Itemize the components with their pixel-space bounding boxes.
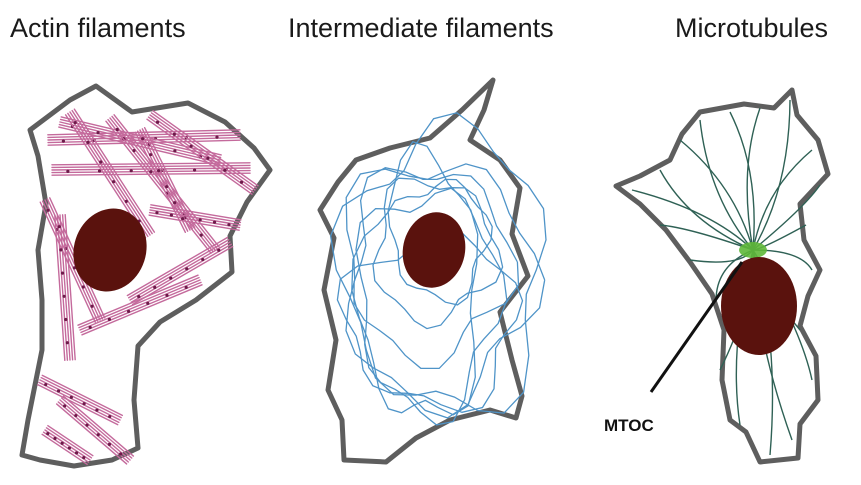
actin-focal-dot	[185, 286, 188, 289]
actin-focal-dot	[240, 181, 243, 184]
actin-focal-dot	[44, 383, 47, 386]
actin-focal-dot	[66, 170, 69, 173]
actin-focal-dot	[223, 169, 226, 172]
actin-focal-dot	[90, 305, 93, 308]
actin-focal-dot	[193, 168, 196, 171]
actin-focal-dot	[141, 137, 144, 140]
actin-focal-dot	[215, 135, 218, 138]
microtubule-cell-nucleus	[721, 257, 797, 355]
actin-focal-dot	[96, 131, 99, 134]
actin-focal-dot	[95, 409, 98, 412]
actin-focal-dot	[112, 180, 115, 183]
actin-focal-dot	[213, 221, 216, 224]
actin-focal-dot	[63, 404, 66, 407]
intermediate-cell	[320, 80, 546, 462]
actin-focal-dot	[125, 200, 128, 203]
actin-focal-dot	[170, 213, 173, 216]
actin-focal-dot	[206, 157, 209, 160]
actin-focal-dot	[57, 389, 60, 392]
actin-focal-dot	[61, 272, 64, 275]
actin-focal-dot	[108, 318, 111, 321]
actin-focal-dot	[53, 437, 56, 440]
actin-focal-dot	[108, 415, 111, 418]
actin-focal-dot	[190, 145, 193, 148]
actin-focal-dot	[200, 233, 203, 236]
microtubule-cell: MTOC	[604, 90, 828, 462]
mtoc-label: MTOC	[604, 416, 654, 435]
actin-focal-dot	[83, 402, 86, 405]
actin-focal-dot	[85, 424, 88, 427]
actin-focal-dot	[132, 149, 135, 152]
actin-focal-dot	[59, 248, 62, 251]
actin-focal-dot	[153, 286, 156, 289]
actin-focal-dot	[97, 433, 100, 436]
actin-focal-dot	[58, 225, 61, 228]
actin-focal-dot	[86, 141, 89, 144]
actin-focal-dot	[185, 267, 188, 270]
actin-focal-dot	[173, 133, 176, 136]
actin-focal-dot	[99, 160, 102, 163]
actin-focal-dot	[155, 211, 158, 214]
actin-focal-dot	[82, 285, 85, 288]
actin-focal-dot	[46, 432, 49, 435]
actin-focal-dot	[82, 456, 85, 459]
actin-focal-dot	[74, 121, 77, 124]
actin-focal-dot	[89, 326, 92, 329]
actin-focal-dot	[64, 318, 67, 321]
actin-focal-dot	[217, 249, 220, 252]
actin-focal-dot	[75, 451, 78, 454]
actin-focal-dot	[173, 149, 176, 152]
actin-focal-dot	[227, 223, 230, 226]
actin-focal-dot	[116, 128, 119, 131]
actin-focal-dot	[156, 121, 159, 124]
actin-focal-dot	[165, 294, 168, 297]
actin-focal-dot	[201, 258, 204, 261]
actin-focal-dot	[149, 153, 152, 156]
actin-focal-dot	[149, 170, 152, 173]
actin-focal-dot	[70, 396, 73, 399]
actin-focal-dot	[66, 341, 69, 344]
actin-focal-dot	[46, 209, 49, 212]
actin-focal-dot	[181, 217, 184, 220]
actin-focal-dot	[63, 295, 66, 298]
actin-focal-dot	[61, 442, 64, 445]
actin-focal-dot	[62, 139, 65, 142]
actin-focal-dot	[137, 295, 140, 298]
actin-focal-dot	[119, 452, 122, 455]
actin-focal-dot	[173, 201, 176, 204]
actin-focal-dot	[157, 169, 160, 172]
actin-focal-dot	[146, 302, 149, 305]
actin-cell	[22, 86, 270, 466]
actin-focal-dot	[68, 446, 71, 449]
actin-focal-dot	[130, 169, 133, 172]
actin-focal-dot	[165, 185, 168, 188]
actin-focal-dot	[108, 443, 111, 446]
actin-focal-dot	[74, 414, 77, 417]
actin-focal-dot	[199, 218, 202, 221]
mtoc-centrosome	[739, 242, 767, 258]
actin-focal-dot	[169, 276, 172, 279]
actin-focal-dot	[127, 310, 130, 313]
